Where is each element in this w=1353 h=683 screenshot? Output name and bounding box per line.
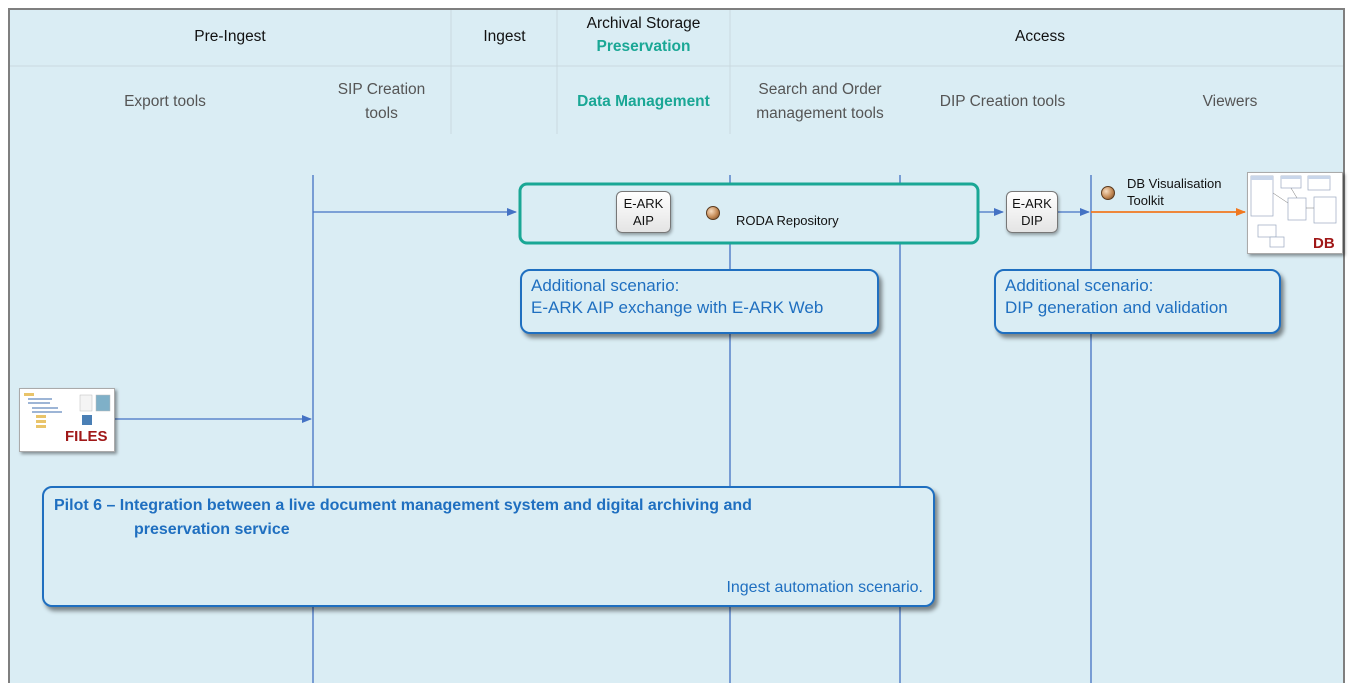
db-visualisation-label-1: DB Visualisation <box>1127 176 1222 191</box>
subheader-sip-creation-2: tools <box>365 105 398 122</box>
scenario-aip-exchange: Additional scenario: E-ARK AIP exchange … <box>520 269 879 334</box>
header-pre-ingest: Pre-Ingest <box>194 28 266 45</box>
scenario-dip-generation: Additional scenario: DIP generation and … <box>994 269 1281 334</box>
roda-repository-label: RODA Repository <box>736 213 839 228</box>
header-archival-storage: Archival Storage <box>586 15 701 32</box>
pilot-6-box: Pilot 6 – Integration between a live doc… <box>42 486 935 607</box>
files-thumbnail <box>19 388 115 452</box>
db-schema-thumbnail <box>1247 172 1343 254</box>
dip-label-2: DIP <box>1021 213 1043 228</box>
subheader-search-order-1: Search and Order <box>758 81 882 98</box>
pilot-title-line-2: preservation service <box>134 521 290 538</box>
subheader-data-management: Data Management <box>577 93 710 110</box>
e-ark-aip-package: E-ARK AIP <box>616 191 671 233</box>
aip-label-1: E-ARK <box>623 196 664 211</box>
e-ark-dip-package: E-ARK DIP <box>1006 191 1058 233</box>
header-preservation: Preservation <box>596 38 691 55</box>
subheader-sip-creation-1: SIP Creation <box>337 81 426 98</box>
db-schema-preview-icon <box>1250 175 1337 248</box>
pilot-title-line-1: Pilot 6 – Integration between a live doc… <box>54 497 752 514</box>
header-access: Access <box>1015 28 1065 45</box>
files-tag: FILES <box>65 428 108 445</box>
subheader-viewers: Viewers <box>1202 93 1258 110</box>
db-tag: DB <box>1313 235 1335 252</box>
file-explorer-preview-icon <box>22 391 111 449</box>
scenario-dip-line-1: Additional scenario: <box>1005 276 1154 295</box>
subheader-export-tools: Export tools <box>124 93 206 110</box>
subheader-search-order-2: management tools <box>756 105 884 122</box>
roda-component-icon <box>706 206 720 220</box>
subheader-dip-creation: DIP Creation tools <box>939 93 1066 110</box>
header-ingest: Ingest <box>483 28 526 45</box>
db-visualisation-label-2: Toolkit <box>1127 193 1164 208</box>
scenario-aip-line-2: E-ARK AIP exchange with E-ARK Web <box>531 298 824 317</box>
pilot-footer: Ingest automation scenario. <box>726 579 923 596</box>
scenario-aip-line-1: Additional scenario: <box>531 276 680 295</box>
aip-label-2: AIP <box>633 213 654 228</box>
scenario-dip-line-2: DIP generation and validation <box>1005 298 1228 317</box>
db-visualisation-component-icon <box>1101 186 1115 200</box>
dip-label-1: E-ARK <box>1012 196 1052 211</box>
